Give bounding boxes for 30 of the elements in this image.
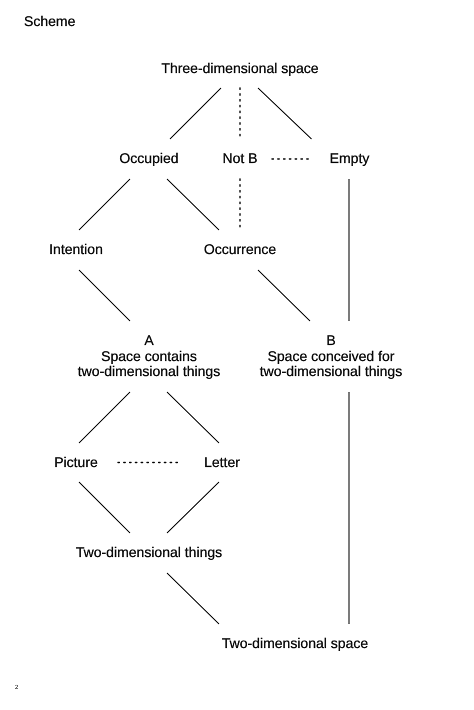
connector-line [170, 88, 222, 140]
connector-line [166, 178, 220, 230]
node-label: Occurrence [204, 242, 276, 258]
connector-line [258, 88, 312, 140]
diagram-title: Scheme [24, 13, 76, 30]
node-label: Not B [222, 151, 258, 167]
node-label: Space conceived for two-dimensional things [258, 348, 404, 380]
connector-line [258, 270, 310, 322]
dotted-line [117, 462, 181, 464]
connector-line [348, 179, 350, 321]
connector-line [78, 392, 130, 444]
node-heading: B [326, 333, 336, 349]
connector-line [348, 392, 350, 624]
connector-line [166, 572, 220, 624]
node-label: Picture [54, 454, 98, 470]
node-label: Letter [204, 454, 240, 470]
connector-line [166, 482, 220, 534]
connector-line [166, 392, 220, 444]
node-label: Space contains two-dimensional things [76, 348, 222, 380]
node-label: Empty [330, 151, 370, 167]
node-label: Two-dimensional space [222, 636, 368, 652]
node-label: Intention [49, 242, 103, 258]
connector-line [78, 270, 130, 322]
node-label: Two-dimensional things [76, 545, 222, 561]
connector-line [78, 482, 130, 534]
dotted-line [271, 158, 312, 160]
connector-line [78, 178, 130, 230]
node-label: Occupied [119, 151, 179, 167]
node-label: Three-dimensional space [161, 61, 319, 77]
node-heading: A [144, 333, 154, 349]
